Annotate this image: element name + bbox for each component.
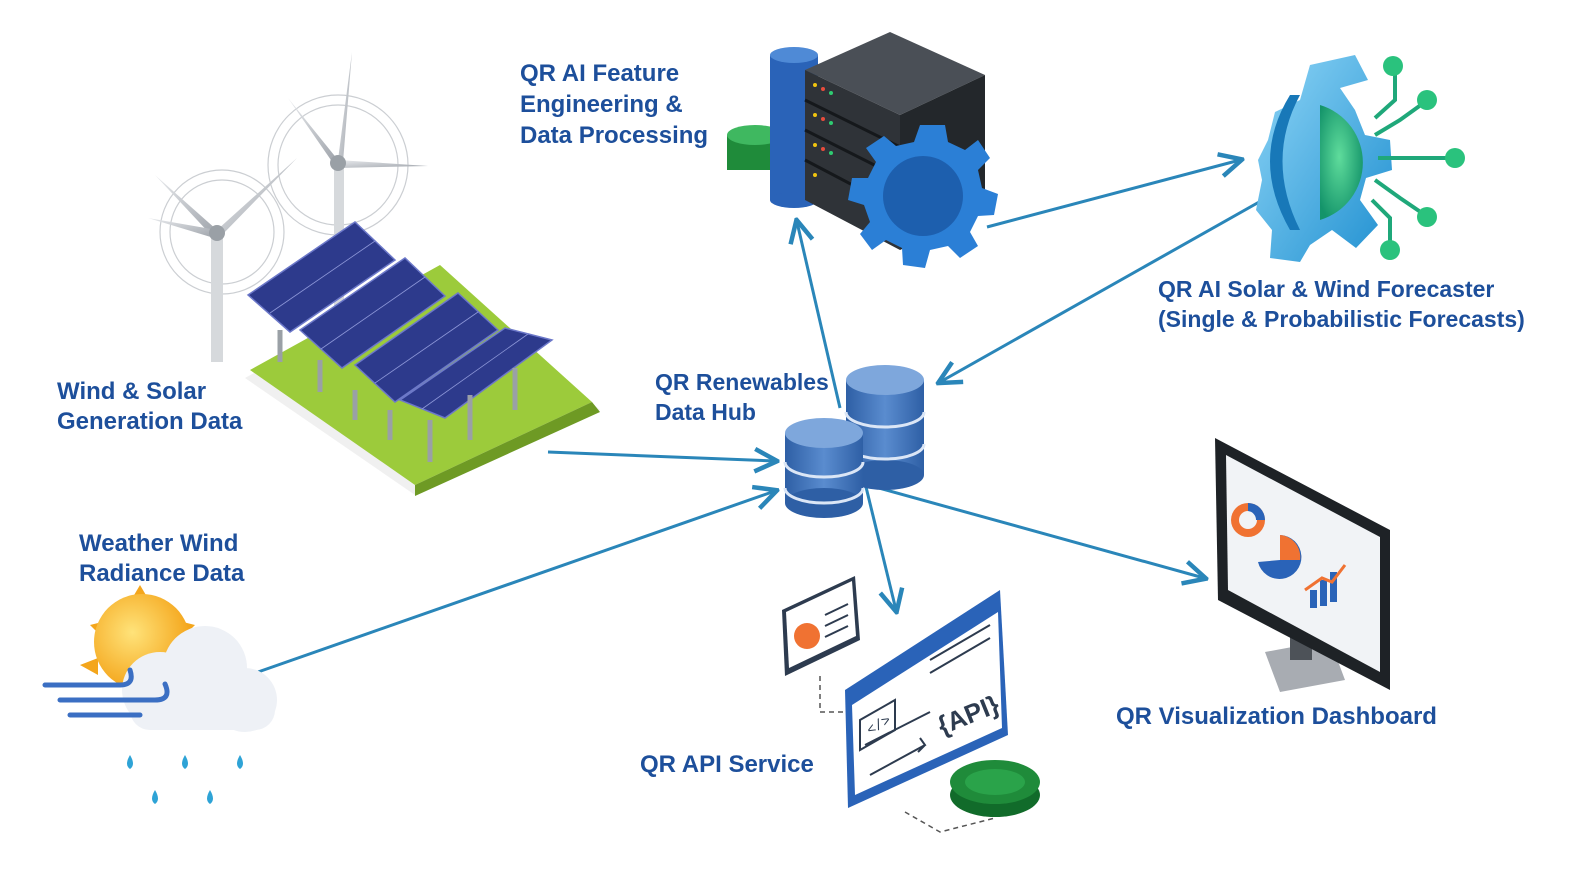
label-line: QR Renewables bbox=[655, 369, 829, 395]
database-stack-icon bbox=[783, 365, 926, 518]
label-wind-solar-generation: Wind & Solar Generation Data bbox=[57, 377, 242, 437]
arrow-hub-to-dashboard bbox=[867, 483, 1204, 578]
label-line: QR AI Feature bbox=[520, 60, 680, 87]
api-window-icon: </> {API} bbox=[782, 576, 1040, 833]
arrow-solar-to-hub bbox=[547, 452, 775, 461]
label-line: Wind & Solar bbox=[57, 378, 207, 405]
id-card-icon bbox=[782, 576, 860, 676]
label-weather-radiance: Weather Wind Radiance Data bbox=[79, 529, 244, 589]
chart-icon bbox=[1231, 503, 1347, 608]
label-line: Weather Wind bbox=[79, 530, 239, 557]
gear-icon bbox=[848, 125, 998, 268]
label-api-service: QR API Service bbox=[640, 750, 814, 780]
sun-cloud-wind-rain-icon bbox=[42, 585, 277, 804]
arrow-hub-to-feature bbox=[797, 222, 842, 409]
label-line: Data Hub bbox=[655, 399, 756, 425]
label-visualization-dashboard: QR Visualization Dashboard bbox=[1116, 702, 1437, 732]
arrow-feature-to-forecaster bbox=[986, 160, 1240, 229]
label-line: (Single & Probabilistic Forecasts) bbox=[1158, 306, 1525, 332]
label-line: Data Processing bbox=[520, 122, 709, 149]
label-ai-forecaster: QR AI Solar & Wind Forecaster (Single & … bbox=[1158, 274, 1525, 334]
label-line: Radiance Data bbox=[79, 560, 245, 587]
label-data-hub: QR Renewables Data Hub bbox=[655, 367, 829, 427]
connector-arrows bbox=[257, 160, 1285, 674]
arrow-weather-to-hub bbox=[257, 491, 775, 674]
ai-brain-gear-icon bbox=[1256, 55, 1465, 262]
label-line: QR API Service bbox=[640, 751, 814, 778]
label-line: QR Visualization Dashboard bbox=[1116, 703, 1437, 730]
arrow-hub-to-api bbox=[864, 486, 896, 610]
label-line: QR AI Solar & Wind Forecaster bbox=[1158, 276, 1495, 302]
monitor-dashboard-icon bbox=[1215, 438, 1390, 692]
label-line: Generation Data bbox=[57, 408, 243, 435]
wind-turbine-solar-farm-icon bbox=[148, 52, 600, 496]
server-rack-gear-icon bbox=[727, 32, 998, 268]
label-line: Engineering & bbox=[520, 91, 683, 118]
label-feature-engineering: QR AI Feature Engineering & Data Process… bbox=[520, 58, 708, 151]
arrow-forecaster-to-hub bbox=[940, 186, 1285, 382]
